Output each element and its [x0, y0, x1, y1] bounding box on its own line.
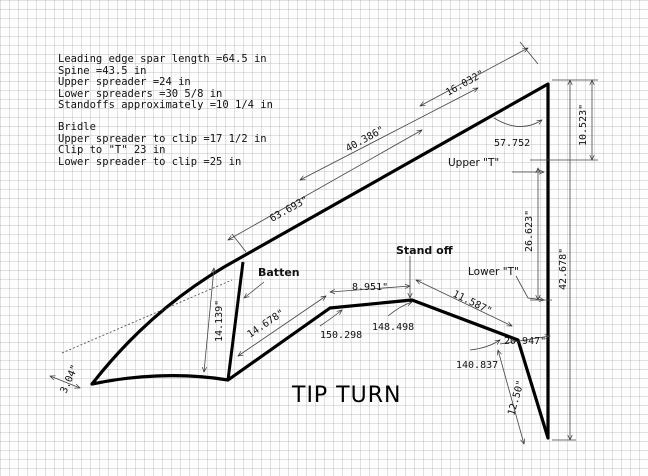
upper-t-angle-arc [493, 117, 542, 127]
angle1-arc [319, 310, 342, 327]
angle2-arc [387, 302, 412, 317]
dim-batten-line [204, 268, 214, 372]
callout-lower-t: Lower "T" [468, 266, 519, 278]
dim-trail5-line [498, 350, 524, 444]
spec-leading-edge: Leading edge spar length =64.5 in [58, 53, 267, 65]
batten-arrow [244, 281, 265, 298]
label-angle3: 140.837 [456, 360, 498, 371]
batten-line [226, 261, 245, 381]
tip-extension [61, 279, 233, 354]
label-trail3: 11.587" [451, 289, 494, 317]
label-upper-to-lower-t: 26.623" [524, 210, 535, 252]
dim-ext2 [519, 41, 539, 65]
dim-tip-line [50, 376, 80, 388]
dim-trail3-line [416, 279, 512, 327]
bridle-lower: Lower spreader to clip =25 in [58, 155, 242, 168]
label-upper-t-angle: 57.752 [494, 138, 530, 149]
drawing-title: TIP TURN [291, 383, 401, 408]
label-angle2: 148.498 [372, 322, 414, 333]
label-batten-len: 14.139" [214, 300, 225, 342]
label-mid-segment: 40.386" [344, 125, 386, 155]
bridle-clip-to-t: Clip to "T" 23 in [58, 144, 166, 157]
label-spine-total: 42.678" [558, 248, 569, 290]
spec-notes: Leading edge spar length =64.5 in Spine … [58, 53, 273, 168]
dim-trail2-line [330, 286, 410, 292]
spec-upper-spreader: Upper spreader =24 in [58, 76, 191, 89]
dim-ext1 [231, 233, 247, 253]
dim-trail1-line [238, 296, 326, 356]
spec-lower-spreaders: Lower spreaders =30 5/8 in [58, 87, 223, 100]
callout-batten: Batten [258, 266, 300, 279]
bridle-heading: Bridle [58, 120, 96, 133]
label-top-segment: 16.032" [444, 69, 486, 99]
label-trail4: 20.947" [504, 336, 546, 347]
dim-top-line [420, 48, 528, 106]
label-tip-small: 3.04" [59, 363, 81, 395]
spec-standoffs: Standoffs approximately =10 1/4 in [58, 99, 273, 112]
label-spine-top: 10.523" [578, 104, 589, 146]
bridle-upper: Upper spreader to clip =17 1/2 in [58, 132, 267, 145]
label-trail2: 8.951" [352, 282, 388, 293]
dim-leading-edge-line [228, 130, 422, 240]
lower-t-pointer [515, 275, 544, 300]
callout-standoff: Stand off [396, 244, 453, 257]
angle3-arc [469, 340, 500, 351]
label-trail1: 14.678" [246, 308, 287, 341]
kite-outline [90, 82, 550, 440]
callout-upper-t: Upper "T" [448, 157, 499, 169]
label-angle1: 150.298 [320, 330, 362, 341]
dim-trail4-line [499, 336, 550, 345]
spec-spine: Spine =43.5 in [58, 64, 147, 77]
label-trail5: 12.50" [506, 379, 527, 417]
